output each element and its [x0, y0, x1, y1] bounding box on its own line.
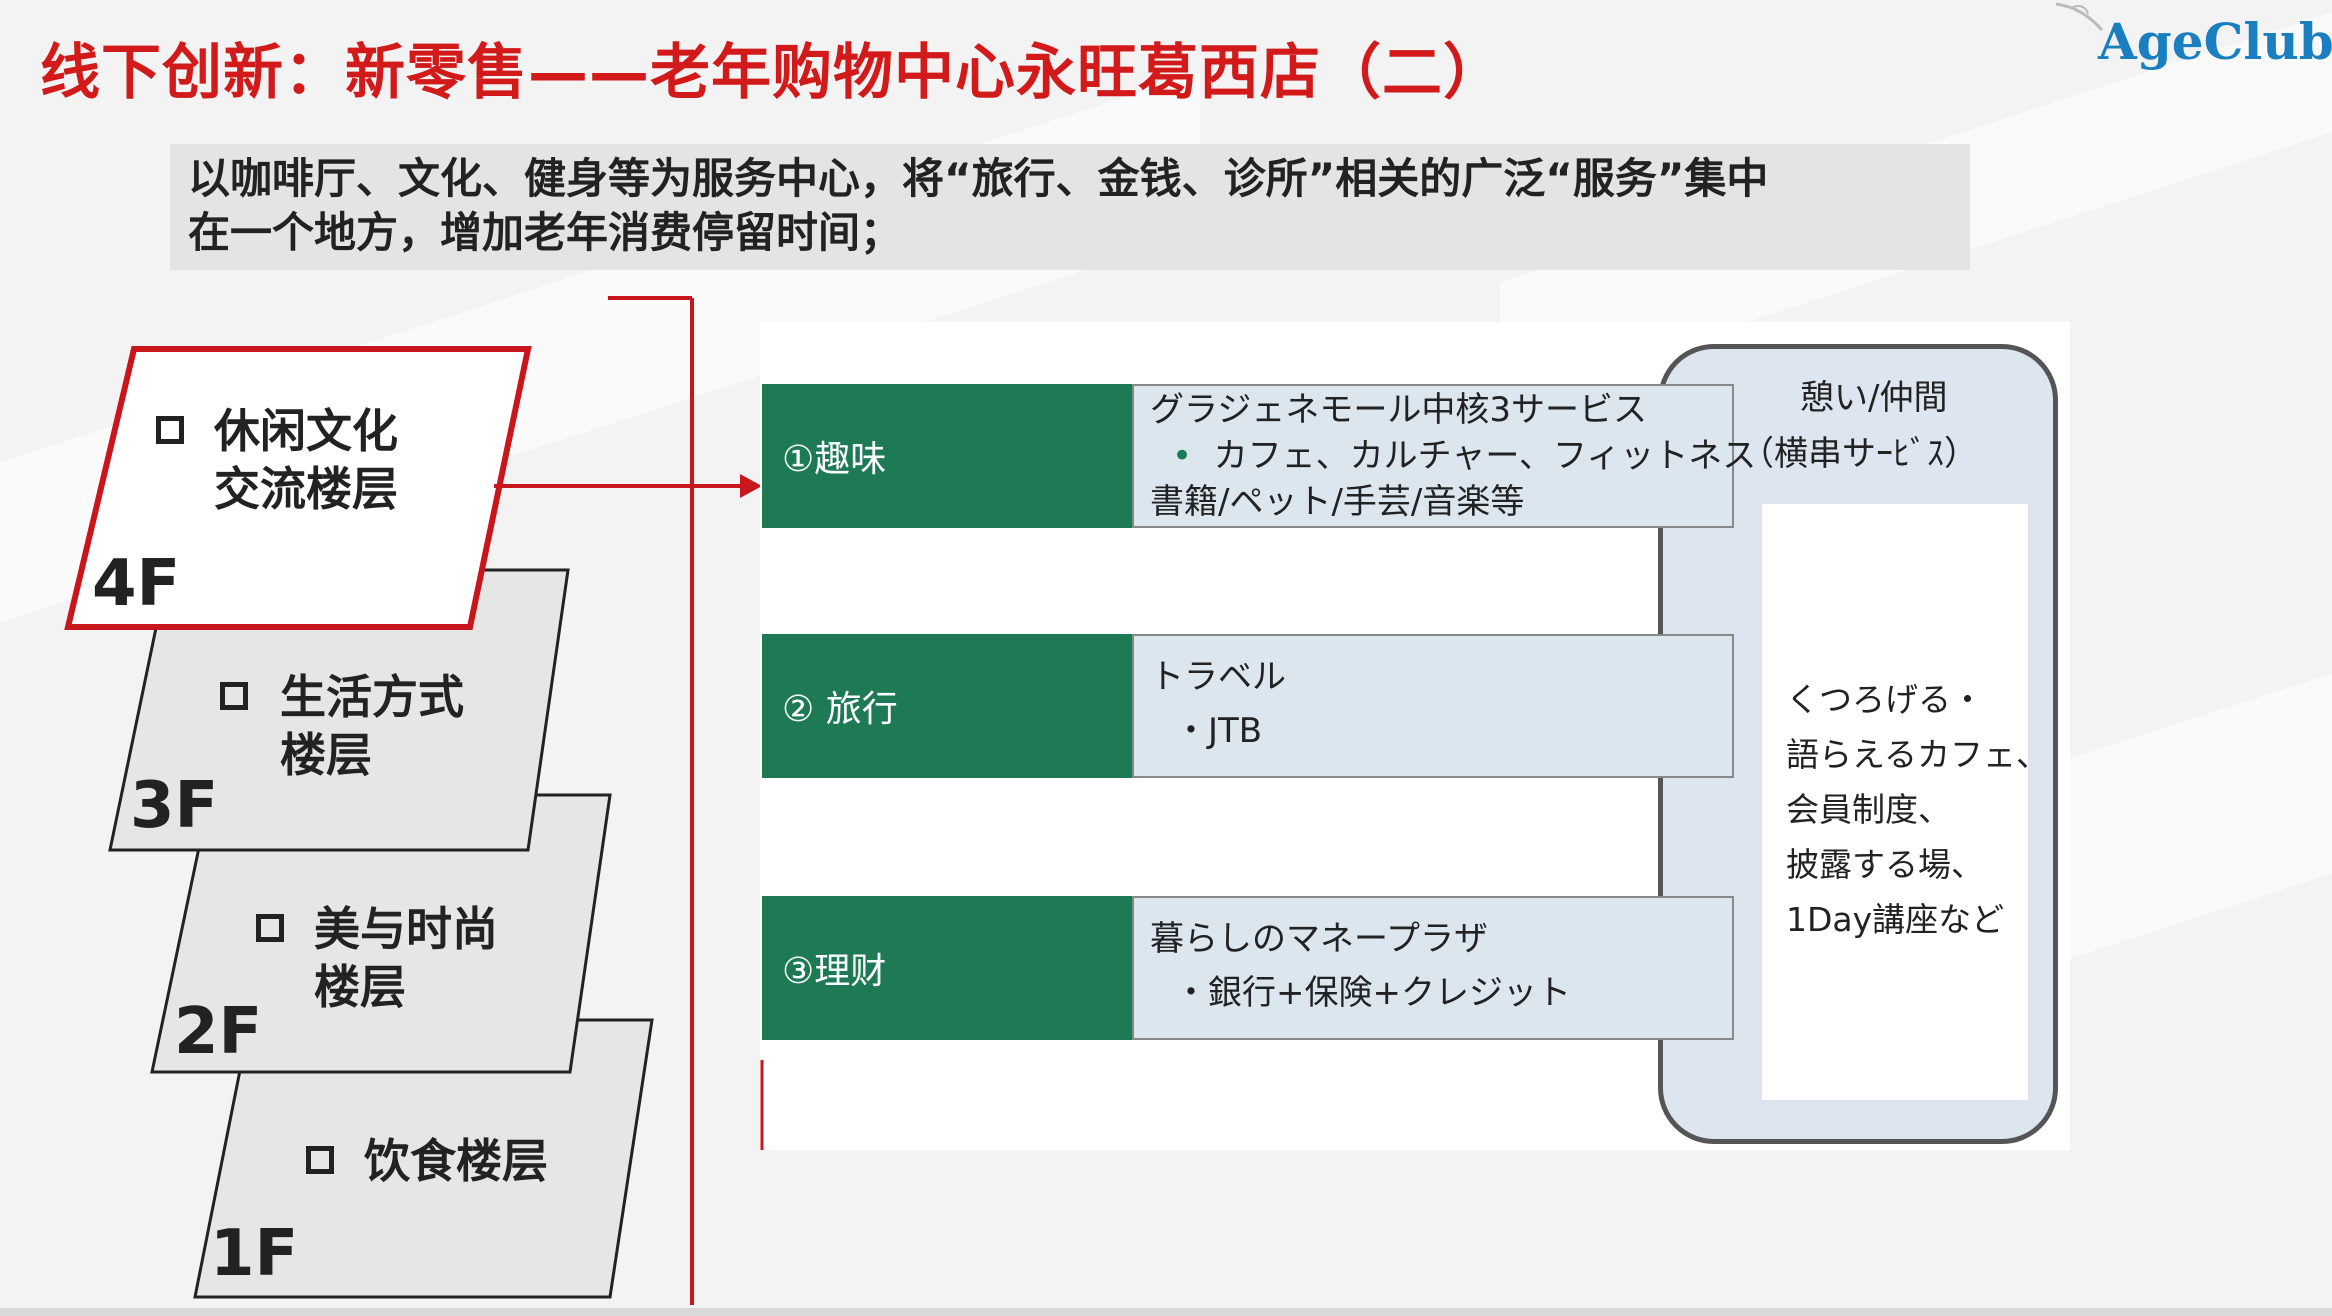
- side-panel-title-line: （横串サｰﾋﾞｽ）: [1740, 434, 1978, 474]
- page-title: 线下创新：新零售——老年购物中心永旺葛西店（二）: [40, 38, 1504, 108]
- checkbox-square-icon: [220, 682, 248, 710]
- subtitle-box: 以咖啡厅、文化、健身等为服务中心，将“旅行、金钱、诊所”相关的广泛“服务”集中 …: [170, 144, 1970, 270]
- side-panel-item: くつろげる・: [1786, 680, 1984, 719]
- floor-1f-tag: 1F: [210, 1217, 299, 1291]
- side-panel-item: 語らえるカフェ、: [1786, 735, 2050, 774]
- floor-2f-tag: 2F: [174, 995, 263, 1069]
- subtitle-line: 以咖啡厅、文化、健身等为服务中心，将“旅行、金钱、诊所”相关的广泛“服务”集中: [188, 154, 1769, 203]
- arrow-head-icon: [740, 474, 762, 498]
- subtitle-line: 在一个地方，增加老年消费停留时间；: [188, 208, 903, 257]
- floor-2f-label: 楼层: [314, 960, 406, 1014]
- floor-3f-label: 生活方式: [280, 670, 464, 724]
- side-panel-title-line: 憩い/仲間: [1800, 378, 1948, 418]
- service-detail-line: 書籍/ペット/手芸/音楽等: [1150, 482, 1525, 522]
- side-panel-title: 憩い/仲間 （横串サｰﾋﾞｽ）: [1740, 370, 2010, 482]
- service-detail-line: グラジェネモール中核3サービス: [1150, 390, 1647, 430]
- bullet-icon: •: [1172, 436, 1214, 476]
- service-label-finance: ③理财: [762, 896, 1134, 1040]
- service-detail-hobby: グラジェネモール中核3サービス • カフェ、カルチャー、フィットネス 書籍/ペッ…: [1132, 384, 1756, 528]
- floor-1f-label: 饮食楼层: [364, 1134, 548, 1188]
- service-detail-text: カフェ、カルチャー、フィットネス: [1213, 436, 1757, 476]
- diagram-edge-mark: [760, 1060, 764, 1150]
- service-label-travel: ② 旅行: [762, 634, 1134, 778]
- leaf-icon: [2055, 2, 2104, 31]
- side-panel-inner: [1762, 504, 2028, 1100]
- service-detail-finance: 暮らしのマネープラザ ・銀行+保険+クレジット: [1132, 896, 1734, 1040]
- side-panel-item: 1Day講座など: [1786, 900, 2005, 939]
- floor-3f-tag: 3F: [130, 769, 219, 843]
- side-panel-item: 会員制度、: [1786, 790, 1951, 829]
- service-detail-line: ・JTB: [1174, 711, 1263, 751]
- checkbox-square-icon: [256, 914, 284, 942]
- floor-4f-label: 休闲文化: [214, 404, 398, 458]
- service-detail-travel: トラベル ・JTB: [1132, 634, 1734, 778]
- logo: AgeClub: [2098, 12, 2332, 71]
- checkbox-square-icon: [156, 416, 184, 444]
- side-panel-list: くつろげる・ 語らえるカフェ、 会員制度、 披露する場、 1Day講座など: [1786, 672, 2050, 947]
- service-detail-line: ・銀行+保険+クレジット: [1174, 973, 1571, 1013]
- service-detail-line: トラベル: [1150, 657, 1286, 697]
- floor-2f-label: 美与时尚: [314, 902, 498, 956]
- service-label-hobby: ①趣味: [762, 384, 1134, 528]
- service-detail-line: • カフェ、カルチャー、フィットネス: [1150, 434, 1756, 478]
- side-panel-item: 披露する場、: [1786, 845, 1984, 884]
- service-detail-line: 暮らしのマネープラザ: [1150, 919, 1488, 959]
- bottom-border: [0, 1308, 2332, 1316]
- floor-4f-tag: 4F: [92, 547, 181, 621]
- floor-3f-label: 楼层: [280, 728, 372, 782]
- floor-4f-label: 交流楼层: [214, 462, 398, 516]
- checkbox-square-icon: [306, 1146, 334, 1174]
